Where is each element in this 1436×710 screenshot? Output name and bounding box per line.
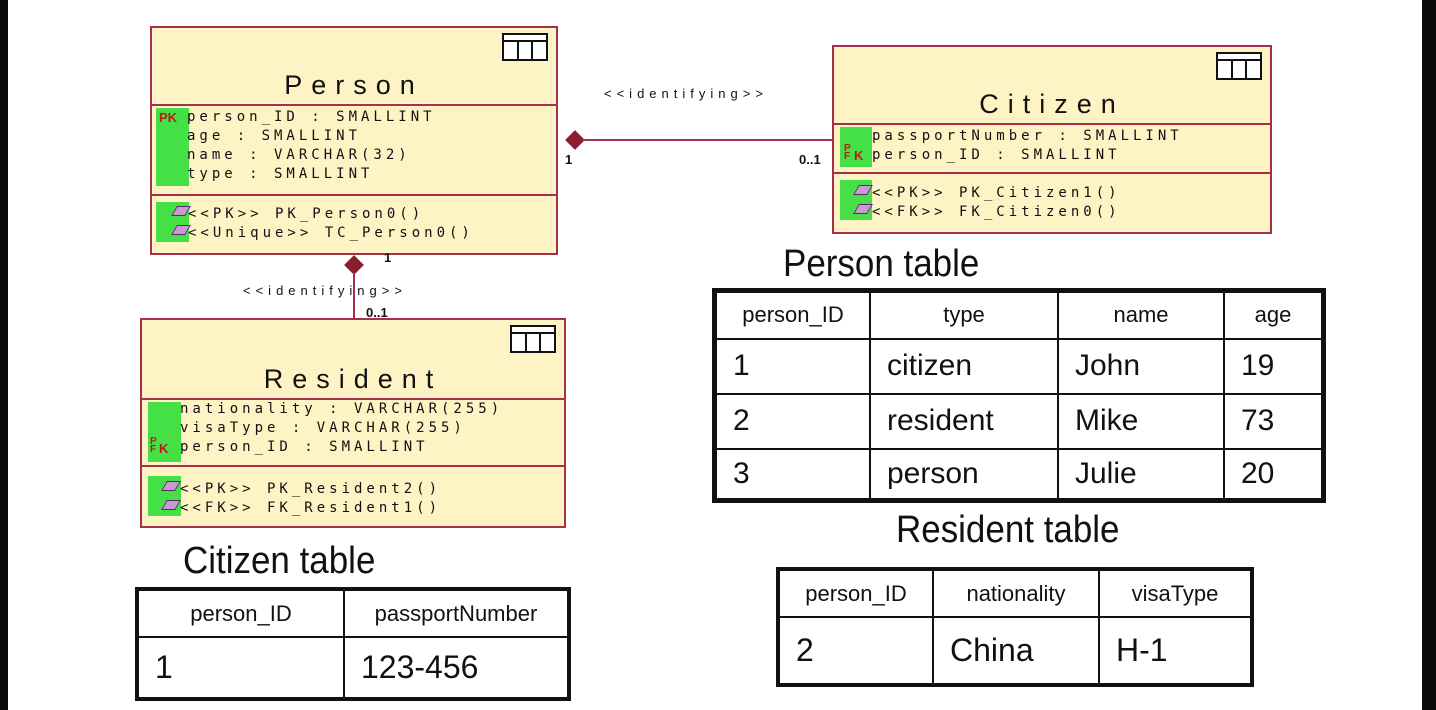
citizen-data-table: person_ID passportNumber 1 123-456 [135,587,571,701]
citizen-table-title: Citizen table [183,540,376,582]
person-entity-title: Person [284,70,424,100]
table-cell: John [1057,337,1225,395]
relation-label: <<identifying>> [604,86,768,101]
attribute: age : SMALLINT [187,128,362,144]
operation: <<FK>> FK_Citizen0() [872,204,1121,220]
table-cell: 20 [1223,447,1325,502]
table-cell: resident [869,392,1059,450]
table-cell: 1 [136,636,345,700]
column-header: visaType [1098,568,1253,618]
operation: <<Unique>> TC_Person0() [188,225,474,241]
table-cell: person [869,447,1059,502]
table-cell: Julie [1057,447,1225,502]
multiplicity-target: 0..1 [799,152,821,167]
table-cell: 2 [713,392,871,450]
divider [834,123,1270,125]
table-row: 3 person Julie 20 [713,447,1325,502]
table-row: 2 resident Mike 73 [713,392,1325,450]
resident-data-table: person_ID nationality visaType 2 China H… [776,567,1254,687]
table-row: 2 China H-1 [777,616,1253,686]
key-marker [156,108,189,186]
relation-line [582,139,832,141]
attribute: visaType : VARCHAR(255) [180,420,466,436]
table-cell: 1 [713,337,871,395]
table-icon [510,325,556,353]
table-icon [502,33,548,61]
table-cell: 73 [1223,392,1325,450]
table-row: 1 citizen John 19 [713,337,1325,395]
divider [834,172,1270,174]
video-frame-right [1422,0,1436,710]
attribute: nationality : VARCHAR(255) [180,401,504,417]
table-cell: citizen [869,337,1059,395]
resident-table-title: Resident table [896,509,1120,551]
key-marker [148,402,181,462]
operation: <<PK>> PK_Citizen1() [872,185,1121,201]
attribute: name : VARCHAR(32) [187,147,411,163]
person-data-table: person_ID type name age 1 citizen John 1… [712,288,1326,503]
key-icon: K [854,148,864,163]
column-header: passportNumber [343,588,570,638]
key-marker [840,127,872,167]
operation: <<PK>> PK_Resident2() [180,481,442,497]
relation-label: <<identifying>> [243,283,407,298]
column-header: person_ID [777,568,934,618]
table-cell: 3 [713,447,871,502]
table-cell: 2 [777,616,934,686]
table-cell: 19 [1223,337,1325,395]
multiplicity-source: 1 [565,152,573,167]
column-header: name [1057,289,1225,340]
operation: <<PK>> PK_Person0() [188,206,425,222]
key-icon: K [159,441,169,456]
divider [152,104,556,106]
table-cell: H-1 [1098,616,1253,686]
column-header: age [1223,289,1325,340]
operation: <<FK>> FK_Resident1() [180,500,442,516]
person-table-title: Person table [783,243,980,285]
table-cell: China [932,616,1100,686]
column-header: type [869,289,1059,340]
table-row: 1 123-456 [136,636,570,700]
multiplicity-source: 1 [384,250,392,265]
table-cell: 123-456 [343,636,570,700]
divider [142,398,564,400]
divider [142,465,564,467]
attribute: passportNumber : SMALLINT [872,128,1183,144]
relation-line [353,272,355,318]
attribute: person_ID : SMALLINT [180,439,429,455]
column-header: person_ID [713,289,871,340]
resident-entity-title: Resident [263,364,443,394]
attribute: person_ID : SMALLINT [872,147,1121,163]
person-entity: Person PK person_ID : SMALLINT age : SMA… [150,26,558,255]
multiplicity-target: 0..1 [366,305,388,320]
video-frame-left [0,0,8,710]
column-header: nationality [932,568,1100,618]
attribute: type : SMALLINT [187,166,374,182]
citizen-entity-title: Citizen [979,89,1125,119]
column-header: person_ID [136,588,345,638]
table-icon [1216,52,1262,80]
divider [152,194,556,196]
primary-key-icon: PK [159,110,178,125]
table-cell: Mike [1057,392,1225,450]
attribute: person_ID : SMALLINT [187,109,436,125]
